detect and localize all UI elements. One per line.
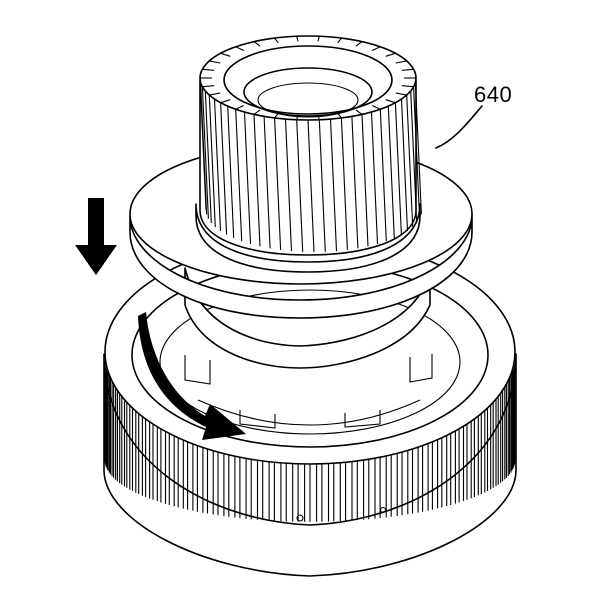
spline-line (387, 106, 395, 239)
spline-line (296, 119, 304, 252)
spline-line (253, 114, 261, 247)
spline-line (329, 119, 338, 252)
rim-tooth (337, 37, 342, 44)
spline-line (307, 119, 315, 253)
spline-line (220, 102, 228, 235)
spline-line (340, 117, 348, 250)
spline-line (318, 119, 326, 252)
gear-tooth (505, 377, 509, 478)
upper-sun-gear-shaft (129, 35, 473, 369)
rim-tooth (202, 68, 215, 71)
rim-tooth (220, 99, 231, 104)
callout-leader-line (435, 105, 483, 149)
rim-tooth (202, 85, 215, 88)
rim-tooth (371, 104, 381, 110)
rim-tooth (253, 41, 261, 47)
gear-tooth (113, 379, 117, 480)
rim-tooth (371, 46, 381, 52)
gear-tooth (107, 372, 110, 473)
spline-line (204, 90, 212, 224)
spline-line (406, 95, 414, 228)
spline-line (201, 86, 209, 219)
spline-line (208, 95, 216, 228)
gear-tooth (109, 376, 113, 477)
rim-tooth (317, 36, 320, 42)
gear-tooth (492, 387, 497, 488)
rim-tooth (235, 46, 245, 52)
spline-line (361, 114, 369, 247)
callout-label-640: 640 (474, 82, 513, 107)
rim-tooth (253, 109, 261, 115)
rim-tooth (355, 41, 363, 47)
spline-line (213, 98, 222, 232)
rim-tooth (401, 68, 414, 71)
shaft-splines (199, 77, 422, 253)
gear-tooth (116, 383, 121, 484)
spline-line (400, 98, 409, 232)
spline-line (394, 102, 402, 235)
rim-tooth (401, 85, 414, 88)
gear-tooth (126, 389, 131, 490)
rim-tooth (296, 36, 299, 42)
rim-tooth (355, 109, 363, 115)
rim-tooth (385, 99, 396, 104)
gear-tooth (502, 381, 506, 482)
arrow-down-icon (75, 198, 117, 275)
spline-line (370, 111, 379, 245)
rim-tooth (235, 104, 245, 110)
rim-tooth (220, 52, 231, 57)
gear-tooth (104, 365, 107, 466)
rim-tooth (395, 92, 407, 96)
spline-line (284, 119, 293, 252)
spline-line (227, 106, 235, 239)
spline-line (263, 116, 271, 249)
spline-line (243, 111, 252, 245)
spline-line (351, 116, 359, 249)
gear-tooth (121, 386, 126, 487)
gear-tooth (105, 369, 108, 470)
curved-arrow-icon (138, 312, 246, 440)
spline-line (379, 109, 387, 242)
lower-ring-gear (103, 239, 517, 577)
gear-tooth (497, 384, 502, 485)
gear-tooth (508, 374, 512, 475)
spline-line (274, 117, 282, 250)
spline-line (413, 86, 421, 219)
spline-line (200, 82, 208, 215)
rim-tooth (395, 60, 407, 64)
spline-line (410, 90, 418, 224)
gear-tooth (511, 370, 514, 471)
spline-line (235, 109, 243, 242)
rim-tooth (209, 92, 221, 96)
rim-tooth (274, 37, 279, 44)
rim-tooth (385, 52, 396, 57)
spline-line (414, 82, 422, 215)
rim-tooth (209, 60, 221, 64)
